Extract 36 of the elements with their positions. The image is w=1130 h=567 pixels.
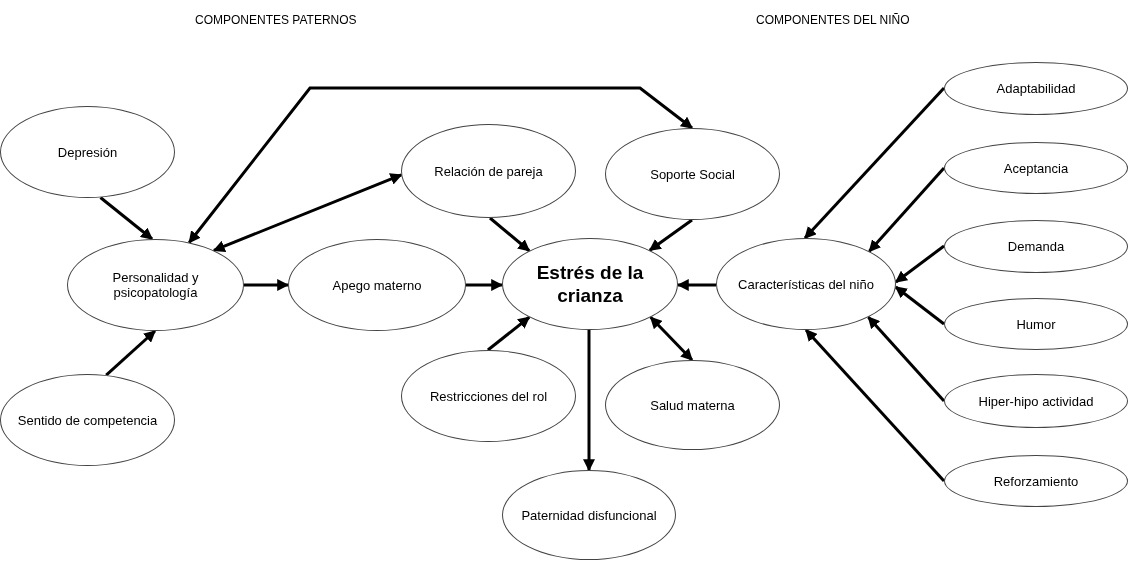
node-text: Características del niño [737, 276, 875, 292]
arrow [676, 279, 716, 291]
node-text: Relación de pareja [433, 163, 544, 179]
node-text: Adaptabilidad [995, 81, 1077, 96]
node-text: Salud materna [649, 397, 736, 413]
node-text: Apego materno [331, 277, 423, 293]
arrow [188, 86, 693, 244]
arrow [583, 330, 595, 472]
arrow [212, 173, 403, 252]
node-text: Humor [1015, 316, 1057, 332]
node-text: Sentido de competencia [16, 412, 159, 428]
arrow [648, 218, 693, 252]
arrow [803, 86, 946, 239]
node-text: Demanda [1006, 239, 1066, 254]
node-text: Personalidad y psicopatología [111, 270, 200, 300]
node-text: Depresión [56, 144, 119, 160]
arrow [894, 244, 945, 284]
node-text: Aceptancia [1002, 160, 1070, 176]
arrow [867, 316, 946, 402]
arrow [649, 316, 694, 362]
arrow [244, 279, 290, 291]
arrow [804, 329, 946, 482]
section-heading: COMPONENTES PATERNOS [195, 13, 357, 27]
node-text: Hiper-hipo actividad [977, 393, 1095, 409]
arrow [466, 279, 504, 291]
arrow [489, 216, 531, 252]
node-text: Reforzamiento [992, 473, 1080, 489]
node-text: Soporte Social [649, 166, 736, 182]
arrow [99, 196, 153, 241]
node-text: Restricciones del rol [428, 388, 548, 404]
arrow [868, 167, 946, 253]
node-text: Paternidad disfuncional [520, 507, 658, 523]
arrow [894, 285, 945, 326]
section-heading: COMPONENTES DEL NIÑO [756, 13, 910, 27]
central-concept-text: Estrés de la crianza [535, 261, 645, 307]
arrow [486, 316, 531, 352]
